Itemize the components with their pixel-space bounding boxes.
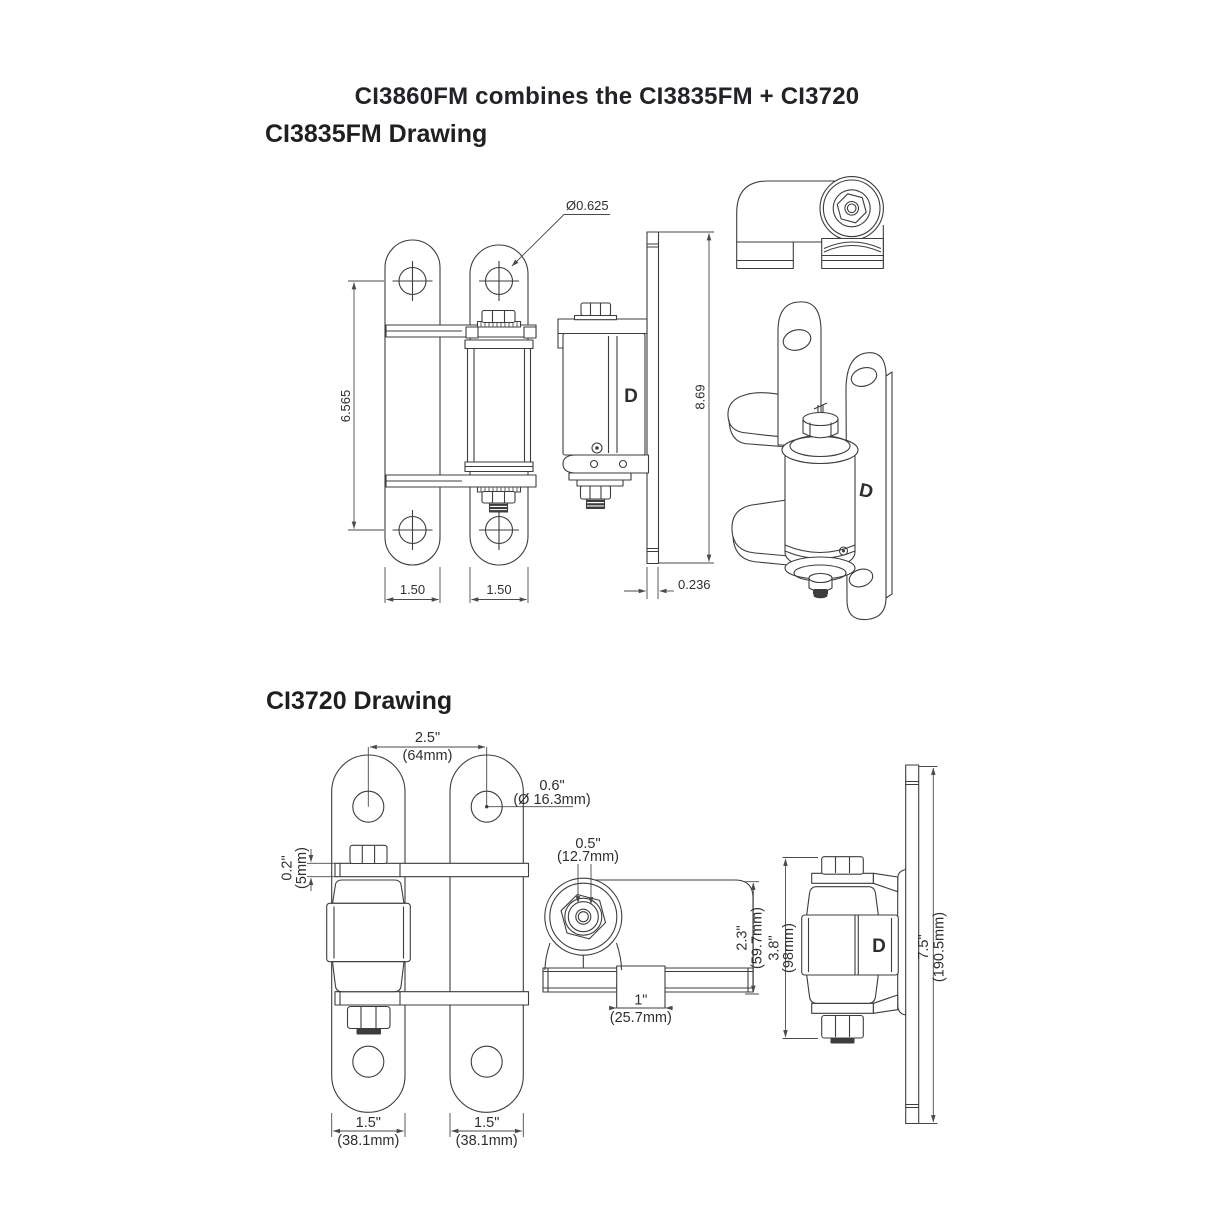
ci3835fm-drawing: D xyxy=(338,176,893,621)
side-barrel: D xyxy=(562,332,646,456)
dim-hole-diameter: Ø0.625 xyxy=(511,198,610,267)
mounting-bars xyxy=(334,862,530,1006)
ci3835fm-side-view: D xyxy=(557,231,660,565)
top-nut xyxy=(349,844,388,865)
dim-label-foot-width-in: 1" xyxy=(634,993,647,1009)
dim-label-pin-dia-in: 0.5" xyxy=(575,836,600,852)
ci3835fm-dimensions: Ø0.625 6.565 1.50 1.50 xyxy=(338,198,714,603)
dim-label-bracket-thickness-mm: (5mm) xyxy=(294,847,310,889)
side-bottom-bracket xyxy=(562,454,650,474)
dim-plate-height: 7.5" (190.5mm) xyxy=(916,766,948,1124)
dim-plate-thickness: 0.236 xyxy=(624,567,711,599)
dim-label-foot-width-mm: (25.7mm) xyxy=(610,1010,672,1026)
brand-d-icon: D xyxy=(857,480,875,503)
dim-elbow-height: 2.3" (59.7mm) xyxy=(735,881,766,995)
dim-label-barrel-height-mm: (98mm) xyxy=(781,923,797,973)
side-top-nut xyxy=(573,302,618,321)
side-barrel: D xyxy=(801,856,899,1044)
iso-top-arm xyxy=(727,392,789,438)
bottom-nut xyxy=(346,1005,391,1035)
barrel xyxy=(464,339,534,473)
top-view-hex-nut xyxy=(836,193,867,224)
ci3720-drawing: D 2.5" (64mm) 0.6" (Ø 16.3mm) 0.2" xyxy=(280,730,948,1149)
iso-bottom-arm xyxy=(731,497,801,558)
dim-plate-height: 8.69 xyxy=(659,231,714,564)
dim-right-strap-width: 1.50 xyxy=(469,567,529,603)
top-fastener xyxy=(476,309,522,328)
dim-hole-diameter: 0.6" (Ø 16.3mm) xyxy=(485,778,591,809)
mounting-plate xyxy=(905,764,920,1125)
brand-d-icon: D xyxy=(872,936,886,957)
dim-label-hole-span-mm: (64mm) xyxy=(403,748,453,764)
dim-label-plate-height: 8.69 xyxy=(693,384,708,409)
dim-barrel-height: 3.8" (98mm) xyxy=(767,857,818,1039)
brand-d-icon: D xyxy=(624,386,638,407)
ci3835fm-top-view xyxy=(736,176,884,270)
dim-label-left-strap-mm: (38.1mm) xyxy=(337,1133,399,1149)
dim-hole-span: 2.5" (64mm) xyxy=(367,730,488,807)
dim-label-hole-span-in: 2.5" xyxy=(415,730,440,746)
dim-label-hole-diameter: Ø0.625 xyxy=(566,198,609,213)
ci3720-front-view xyxy=(326,754,530,1113)
bottom-fastener xyxy=(476,486,522,513)
dim-label-right-strap-width: 1.50 xyxy=(486,582,511,597)
dim-label-barrel-height-in: 3.8" xyxy=(767,935,783,960)
dim-label-hole-dia-in: 0.6" xyxy=(539,778,564,794)
strap-holes xyxy=(392,261,519,550)
dim-right-strap-width: 1.5" (38.1mm) xyxy=(449,1113,524,1149)
iso-back-strap xyxy=(845,352,887,621)
dim-label-plate-height-in: 7.5" xyxy=(916,934,932,959)
dim-label-pin-dia-mm: (12.7mm) xyxy=(557,849,619,865)
barrel xyxy=(326,879,411,993)
dim-label-plate-thickness: 0.236 xyxy=(678,577,711,592)
right-strap xyxy=(449,754,524,1113)
ci3720-side-view: D xyxy=(801,764,920,1125)
ci3835fm-isometric-view: D xyxy=(727,301,893,621)
dim-label-hole-span: 6.565 xyxy=(338,390,353,423)
dim-label-hole-dia-mm: (Ø 16.3mm) xyxy=(513,792,590,808)
elbow-foot-tab xyxy=(616,965,666,1009)
ci3720-dimensions: 2.5" (64mm) 0.6" (Ø 16.3mm) 0.2" (5mm) 1… xyxy=(280,730,948,1149)
dim-label-left-strap-in: 1.5" xyxy=(356,1115,381,1131)
mounting-bars xyxy=(385,324,537,488)
plan-view-hex-nut xyxy=(560,893,607,940)
side-bottom-fastener xyxy=(568,472,632,510)
dim-label-plate-height-mm: (190.5mm) xyxy=(932,912,948,982)
dim-label-right-strap-in: 1.5" xyxy=(474,1115,499,1131)
section-heading-ci3720: CI3720 Drawing xyxy=(266,687,453,715)
dim-hole-span: 6.565 xyxy=(338,280,384,531)
dim-label-left-strap-width: 1.50 xyxy=(400,582,425,597)
dim-label-right-strap-mm: (38.1mm) xyxy=(456,1133,518,1149)
dim-left-strap-width: 1.5" (38.1mm) xyxy=(331,1113,406,1149)
page-title: CI3860FM combines the CI3835FM + CI3720 xyxy=(354,83,860,110)
section-heading-ci3835fm: CI3835FM Drawing xyxy=(265,120,488,148)
ci3835fm-front-view xyxy=(384,239,537,566)
dim-label-elbow-height-in: 2.3" xyxy=(735,925,751,950)
dim-label-elbow-height-mm: (59.7mm) xyxy=(750,907,766,969)
dim-pin-diameter: 0.5" (12.7mm) xyxy=(557,836,619,905)
dim-bracket-thickness: 0.2" (5mm) xyxy=(280,847,336,891)
dim-foot-width: 1" (25.7mm) xyxy=(609,993,673,1026)
ci3720-plan-view xyxy=(542,877,754,1009)
dim-label-bracket-thickness-in: 0.2" xyxy=(280,855,296,880)
dim-left-strap-width: 1.50 xyxy=(384,567,441,603)
mounting-plate xyxy=(646,231,660,565)
